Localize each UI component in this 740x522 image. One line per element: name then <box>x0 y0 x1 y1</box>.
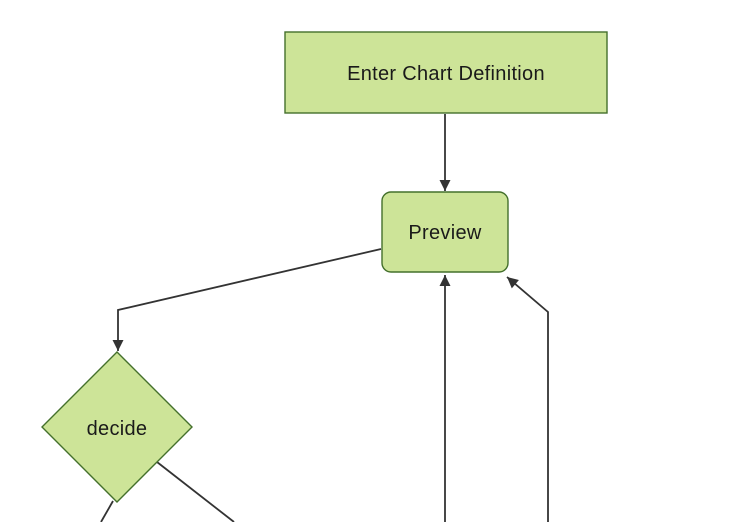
edge-decide-to-offscreen-bottom-right <box>156 461 235 522</box>
node-preview-label: Preview <box>408 222 481 244</box>
node-enter-chart-definition-shape <box>284 31 608 114</box>
node-enter-chart-definition: Enter Chart Definition <box>284 31 608 114</box>
edge-offscreen-bottom-right-to-preview <box>506 276 549 522</box>
node-enter-chart-definition-label: Enter Chart Definition <box>347 63 545 85</box>
edge-decide-to-offscreen-bottom-left <box>100 500 114 522</box>
node-preview: Preview <box>381 191 509 273</box>
node-preview-shape <box>381 191 509 273</box>
edges-layer <box>100 114 549 522</box>
node-decide-shape <box>41 351 193 503</box>
node-decide: decide <box>41 351 193 503</box>
edge-preview-to-decide <box>112 248 382 351</box>
node-decide-label: decide <box>87 418 148 440</box>
